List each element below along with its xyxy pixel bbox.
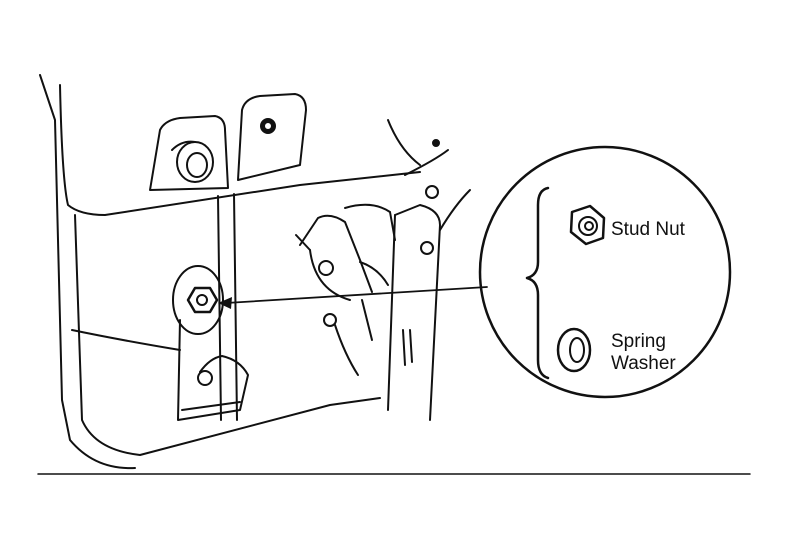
door-panel-outline <box>39 74 421 470</box>
stud-nut-icon <box>569 204 606 246</box>
callout-circle <box>478 145 732 399</box>
spring-washer-label-line2: Washer <box>611 353 676 374</box>
side-channel <box>387 119 471 421</box>
callout-leader-arrow <box>218 286 488 309</box>
stud-nut-label: Stud Nut <box>611 219 686 240</box>
regulator-mechanism <box>295 203 396 376</box>
lower-hinge-assembly <box>172 265 249 421</box>
upper-bracket <box>149 115 229 191</box>
callout-brace <box>525 186 550 380</box>
upper-hinge-plate <box>237 93 307 181</box>
spring-washer-icon <box>556 327 592 373</box>
hinge-rod <box>217 193 238 421</box>
spring-washer-label-line1: Spring <box>611 331 666 352</box>
